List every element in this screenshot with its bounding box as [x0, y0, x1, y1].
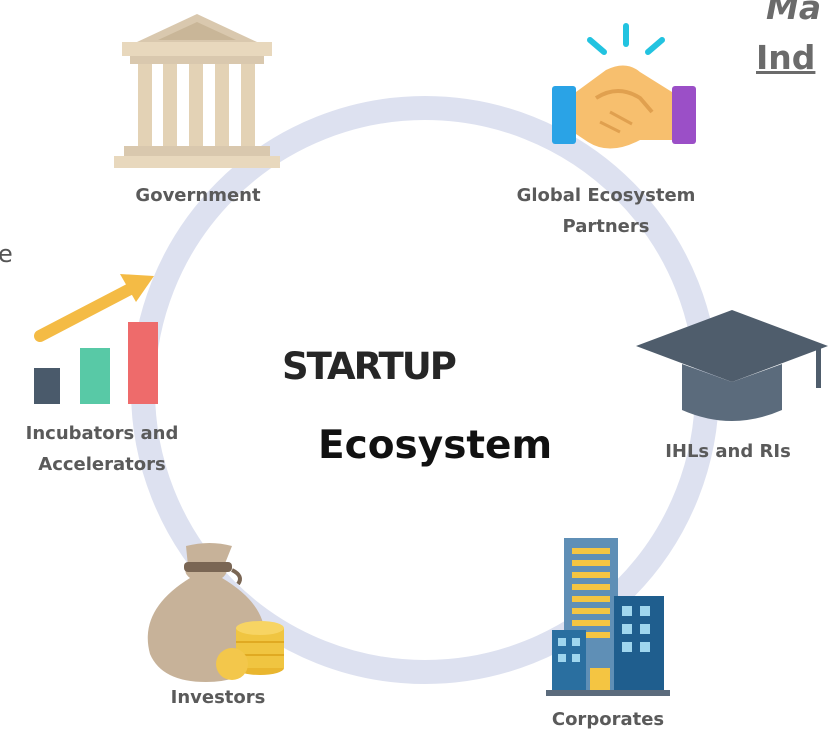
label-government-line-1: Government — [135, 185, 261, 206]
growth-chart-icon — [34, 274, 158, 404]
cropped-left-fragment: e — [0, 240, 13, 268]
label-global-partners-line-2: Partners — [562, 216, 650, 237]
money-bag-icon — [147, 543, 284, 682]
label-corporates-line-1: Corporates — [551, 709, 665, 730]
label-incubators-line-2: Accelerators — [38, 454, 166, 475]
label-ihls-line-1: IHLs and RIs — [665, 441, 791, 462]
cropped-heading-fragment-1: Ma — [766, 0, 822, 27]
corporate-buildings-icon — [546, 538, 670, 696]
label-corporates: Corporates — [528, 704, 688, 735]
graduation-cap-icon — [636, 310, 828, 421]
handshake-icon — [552, 23, 696, 149]
label-investors: Investors — [138, 682, 298, 713]
government-building-icon — [114, 14, 280, 168]
label-investors-line-1: Investors — [170, 687, 266, 708]
label-government: Government — [110, 180, 286, 211]
label-global-partners-line-1: Global Ecosystem — [516, 185, 696, 206]
startup-wordmark: STARTUP — [282, 345, 457, 388]
cropped-heading-fragment-2: Ind — [756, 38, 816, 77]
label-incubators-and-accelerators: Incubators and Accelerators — [6, 418, 198, 480]
label-global-ecosystem-partners: Global Ecosystem Partners — [486, 180, 726, 242]
label-incubators-line-1: Incubators and — [25, 423, 179, 444]
label-ihls-and-ris: IHLs and RIs — [648, 436, 808, 467]
ecosystem-title: Ecosystem — [318, 423, 553, 468]
